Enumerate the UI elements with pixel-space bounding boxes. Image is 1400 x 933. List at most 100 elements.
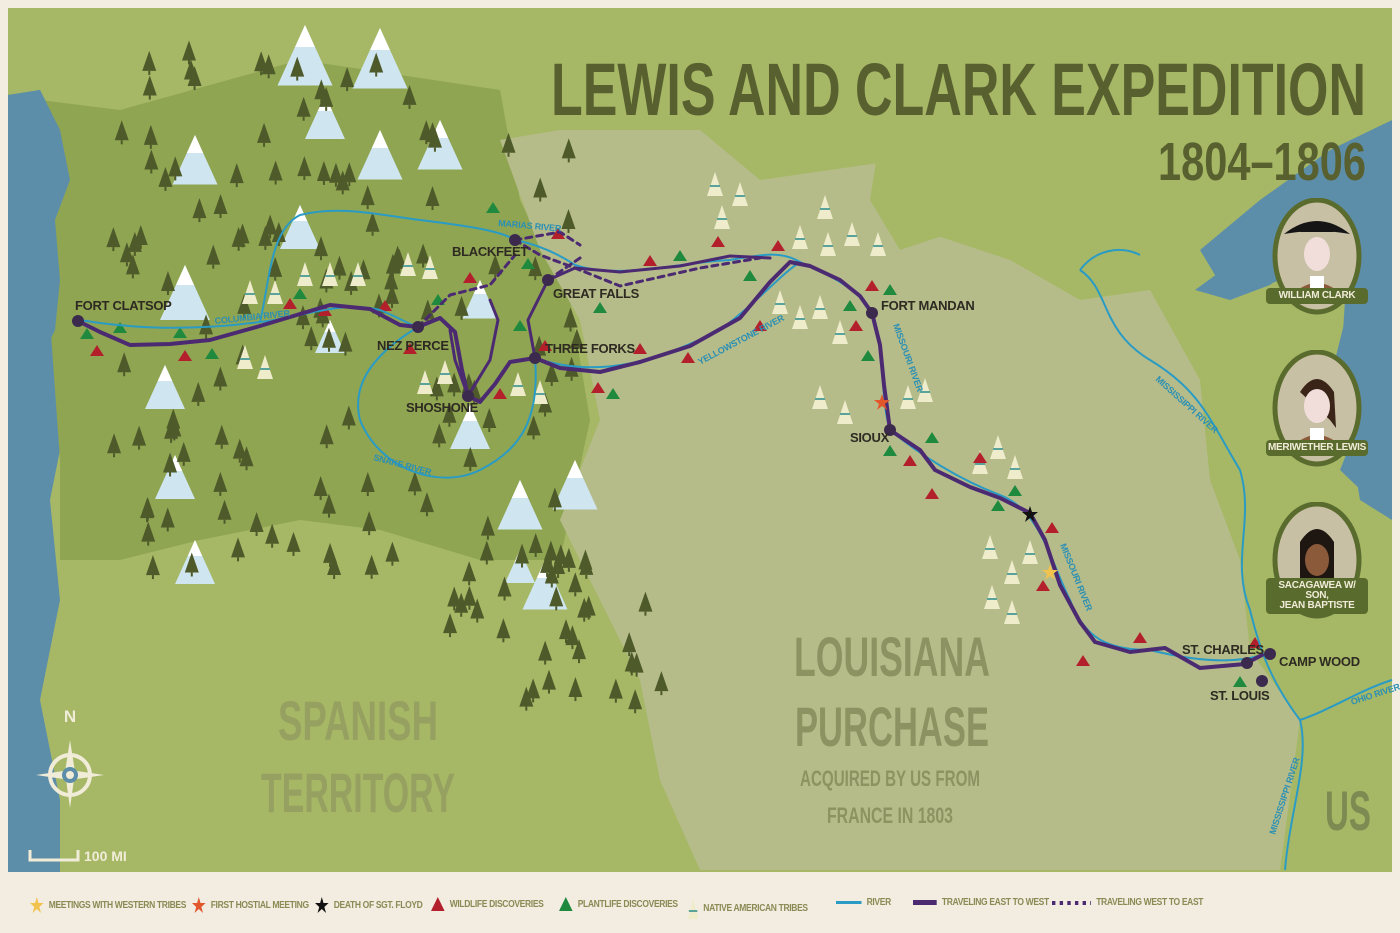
snowcap-icon [462,405,478,421]
mountain-icon [552,460,598,510]
tree-trunk [182,461,185,466]
pine-tree-icon [290,56,305,77]
pine-tree-icon [463,446,478,467]
stop-nez-perce [412,321,424,333]
tree-trunk [325,106,328,111]
yellow-star-icon [30,897,44,913]
tree-trunk [614,698,617,703]
tipi-icon [417,370,433,394]
tree-trunk [449,633,452,638]
tree-trunk [468,605,471,610]
wildlife-triangle-icon [1036,580,1050,591]
legend-label: MEETINGS WITH WESTERN TRIBES [48,899,187,911]
tree-trunk [237,557,240,562]
tipi-band [815,308,825,310]
tree-trunk [438,443,441,448]
wildlife-triangle-icon [90,345,104,356]
pine-tree-icon [144,149,159,170]
legend-item: TRAVELING WEST TO EAST [1052,897,1204,908]
tree-trunk [473,399,476,404]
tipi-icon [982,535,998,559]
tree-trunk [166,527,169,532]
tipi-icon [817,195,833,219]
pine-tree-icon [561,138,576,159]
expedition-map: FORT CLATSOP NEZ PERCE SHOSHONE BLACKFEE… [8,8,1400,872]
pine-tree-icon [258,225,273,246]
pine-tree-icon [638,591,653,612]
pine-tree-icon [569,328,584,349]
pine-tree-icon [559,619,574,640]
pine-tree-icon [654,671,669,692]
tree-trunk [190,572,193,577]
pine-tree-icon [340,67,355,88]
tree-trunk [660,691,663,696]
tipi-band [985,548,995,550]
portrait-label: WILLIAM CLARK [1266,288,1368,304]
pine-tree-icon [480,515,495,536]
pine-tree-icon [578,549,593,570]
tipi-band [815,398,825,400]
pine-tree-icon [568,572,583,593]
mountain-icon [277,25,333,86]
tipi-band [535,393,545,395]
plantlife-triangle-icon [991,500,1005,511]
pine-tree-icon [166,408,181,429]
tree-trunk [574,592,577,597]
route-shoshone-loop [448,298,500,398]
tree-trunk [174,176,177,181]
tipi-icon [422,255,438,279]
wildlife-triangle-icon [681,352,695,363]
legend-item: DEATH OF SGT. FLOYD [315,897,423,913]
scale-bar: 100 MI [28,848,127,864]
tree-trunk [123,372,126,377]
portrait-meriwether-lewis: MERIWETHER LEWIS [1266,349,1368,468]
tipi-icon [844,222,860,246]
pine-tree-icon [168,156,183,177]
tree-trunk [453,606,456,611]
mountain-icon [497,480,543,530]
tree-trunk [301,325,304,330]
tree-trunk [534,276,537,281]
tree-trunk [219,386,222,391]
tree-trunk [574,697,577,702]
pine-tree-icon [142,75,157,96]
pine-tree-icon [231,537,246,558]
mountain-icon [357,130,403,180]
tree-trunk [173,436,176,441]
pine-tree-icon [296,96,311,117]
tree-trunk [502,638,505,643]
tipi-icon [812,385,828,409]
tree-trunk [325,288,328,293]
tipi-band [903,398,913,400]
tree-trunk [329,562,332,567]
mountain-icon [145,365,185,409]
tipi-band [300,275,310,277]
pine-tree-icon [271,222,286,243]
tree-trunk [413,491,416,496]
legend-item: NATIVE AMERICAN TRIBES [688,897,808,919]
tree-trunk [245,466,248,471]
mountain-icon [450,405,490,449]
pine-tree-icon [568,677,583,698]
wildlife-triangle-icon [1076,655,1090,666]
tree-trunk [235,183,238,188]
snowcap-icon [186,135,204,153]
mountain-icon [505,550,535,583]
tipi-band [835,333,845,335]
pine-tree-icon [268,256,283,277]
pine-tree-icon [561,547,576,568]
tree-trunk [460,315,463,320]
tree-trunk [585,574,588,579]
tree-trunk [570,376,573,381]
tree-trunk [271,543,274,548]
tree-trunk [371,231,374,236]
pine-tree-icon [142,50,157,71]
tree-trunk [628,652,631,657]
tree-trunk [503,596,506,601]
snake-river [357,326,537,479]
tree-trunk [555,606,558,611]
tree-trunk [485,560,488,565]
tipi-band [735,195,745,197]
tree-trunk [532,435,535,440]
tree-trunk [220,444,223,449]
